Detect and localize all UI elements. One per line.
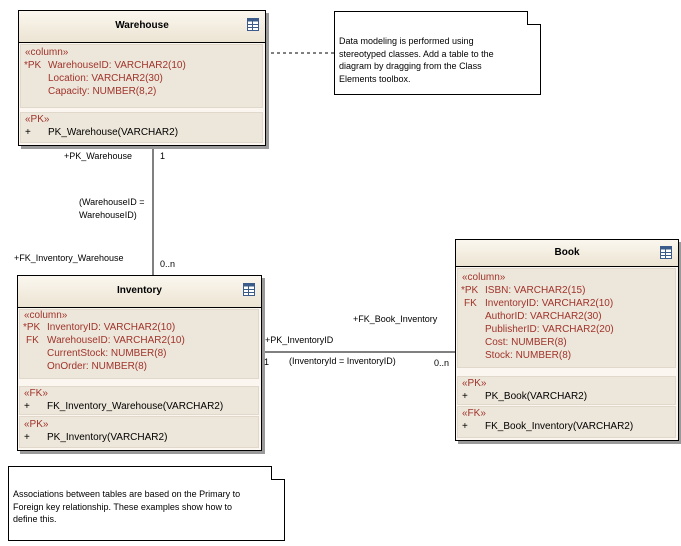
inventory-table-title: Inventory xyxy=(116,285,162,296)
book-fk-compartment: «FK» + FK_Book_Inventory(VARCHAR2) xyxy=(457,406,676,438)
book-table-title: Book xyxy=(554,247,580,258)
column-onorder[interactable]: OnOrder: NUMBER(8) xyxy=(47,361,148,372)
target-multiplicity: 0..n xyxy=(434,358,450,368)
note-line: diagram by dragging from the Class xyxy=(339,61,482,71)
inventory-table-header: Inventory xyxy=(18,276,261,308)
column-warehouseid[interactable]: WarehouseID: VARCHAR2(10) xyxy=(47,335,185,346)
fk-marker: FK xyxy=(26,335,39,346)
target-role-label: +FK_Inventory_Warehouse xyxy=(14,253,124,263)
pk-stereotype: «PK» xyxy=(24,419,49,430)
pk-stereotype: «PK» xyxy=(462,378,487,389)
note-fold-icon xyxy=(527,11,541,25)
columns-stereotype: «column» xyxy=(24,310,68,321)
column-cost[interactable]: Cost: NUMBER(8) xyxy=(485,337,567,348)
warehouse-table-title: Warehouse xyxy=(115,20,169,31)
column-warehouseid[interactable]: WarehouseID: VARCHAR2(10) xyxy=(48,60,186,71)
op-visibility: + xyxy=(25,127,31,138)
target-multiplicity: 0..n xyxy=(160,259,176,269)
source-multiplicity: 1 xyxy=(160,151,166,161)
fk-stereotype: «FK» xyxy=(462,408,486,419)
inventory-table[interactable]: Inventory «column» *PK InventoryID: VARC… xyxy=(17,275,262,451)
operation-fk-book-inventory[interactable]: FK_Book_Inventory(VARCHAR2) xyxy=(485,421,634,432)
column-isbn[interactable]: ISBN: VARCHAR2(15) xyxy=(485,285,586,296)
modeling-note-text: Data modeling is performed using stereot… xyxy=(339,35,494,85)
warehouse-columns-compartment: «column» *PK WarehouseID: VARCHAR2(10) L… xyxy=(20,44,263,108)
modeling-note[interactable]: Data modeling is performed using stereot… xyxy=(334,11,541,95)
book-table-header: Book xyxy=(456,240,678,267)
pk-marker: *PK xyxy=(23,322,41,333)
column-location[interactable]: Location: VARCHAR2(30) xyxy=(48,73,163,84)
operation-pk-inventory[interactable]: PK_Inventory(VARCHAR2) xyxy=(47,432,168,443)
column-stock[interactable]: Stock: NUMBER(8) xyxy=(485,350,572,361)
note-line: Foreign key relationship. These examples… xyxy=(13,501,232,512)
join-condition: (InventoryId = InventoryID) xyxy=(289,356,396,366)
book-table[interactable]: Book «column» *PK ISBN: VARCHAR2(15) FK … xyxy=(455,239,679,441)
source-multiplicity: 1 xyxy=(264,357,270,367)
target-role-label: +FK_Book_Inventory xyxy=(353,314,438,324)
column-capacity[interactable]: Capacity: NUMBER(8,2) xyxy=(48,86,157,97)
note-line: define this. xyxy=(13,514,57,524)
column-publisherid[interactable]: PublisherID: VARCHAR2(20) xyxy=(485,324,614,335)
inventory-columns-compartment: «column» *PK InventoryID: VARCHAR2(10) F… xyxy=(19,309,259,379)
column-inventoryid[interactable]: InventoryID: VARCHAR2(10) xyxy=(485,298,614,309)
pk-marker: *PK xyxy=(24,60,42,71)
join-condition-line2: WarehouseID) xyxy=(79,210,137,220)
warehouse-table[interactable]: Warehouse «column» *PK WarehouseID: VARC… xyxy=(18,10,266,146)
inventory-pk-compartment: «PK» + PK_Inventory(VARCHAR2) xyxy=(19,416,259,448)
note-line: Associations between tables are based on… xyxy=(13,489,241,499)
column-authorid[interactable]: AuthorID: VARCHAR2(30) xyxy=(485,311,602,322)
column-currentstock[interactable]: CurrentStock: NUMBER(8) xyxy=(47,348,167,359)
table-icon xyxy=(243,283,255,296)
columns-stereotype: «column» xyxy=(462,272,506,283)
table-icon xyxy=(660,246,672,259)
note-line: Elements toolbox. xyxy=(339,73,411,84)
note-line: stereotyped classes. Add a table to the xyxy=(339,48,494,59)
source-role-label: +PK_Warehouse xyxy=(64,151,132,161)
columns-stereotype: «column» xyxy=(25,47,69,58)
book-columns-compartment: «column» *PK ISBN: VARCHAR2(15) FK Inven… xyxy=(457,268,676,368)
associations-note[interactable]: Associations between tables are based on… xyxy=(8,466,285,541)
op-visibility: + xyxy=(24,401,30,412)
operation-fk-inventory-warehouse[interactable]: FK_Inventory_Warehouse(VARCHAR2) xyxy=(47,401,224,412)
book-pk-compartment: «PK» + PK_Book(VARCHAR2) xyxy=(457,376,676,405)
fk-stereotype: «FK» xyxy=(24,388,48,399)
op-visibility: + xyxy=(462,391,468,402)
op-visibility: + xyxy=(462,421,468,432)
source-role-label: +PK_InventoryID xyxy=(265,335,334,345)
note-fold-icon xyxy=(271,466,285,480)
note-line: Data modeling is performed using xyxy=(339,36,474,46)
column-inventoryid[interactable]: InventoryID: VARCHAR2(10) xyxy=(47,322,176,333)
table-icon xyxy=(247,18,259,31)
warehouse-operations-compartment: «PK» + PK_Warehouse(VARCHAR2) xyxy=(20,112,263,143)
inventory-fk-compartment: «FK» + FK_Inventory_Warehouse(VARCHAR2) xyxy=(19,386,259,415)
op-visibility: + xyxy=(24,432,30,443)
pk-stereotype: «PK» xyxy=(25,114,50,125)
operation-pk-book[interactable]: PK_Book(VARCHAR2) xyxy=(485,391,588,402)
join-condition-line1: (WarehouseID = xyxy=(79,197,145,207)
operation-pk-warehouse[interactable]: PK_Warehouse(VARCHAR2) xyxy=(48,127,179,138)
associations-note-text: Associations between tables are based on… xyxy=(13,488,240,526)
warehouse-table-header: Warehouse xyxy=(19,11,265,43)
fk-marker: FK xyxy=(464,298,477,309)
pk-marker: *PK xyxy=(461,285,479,296)
